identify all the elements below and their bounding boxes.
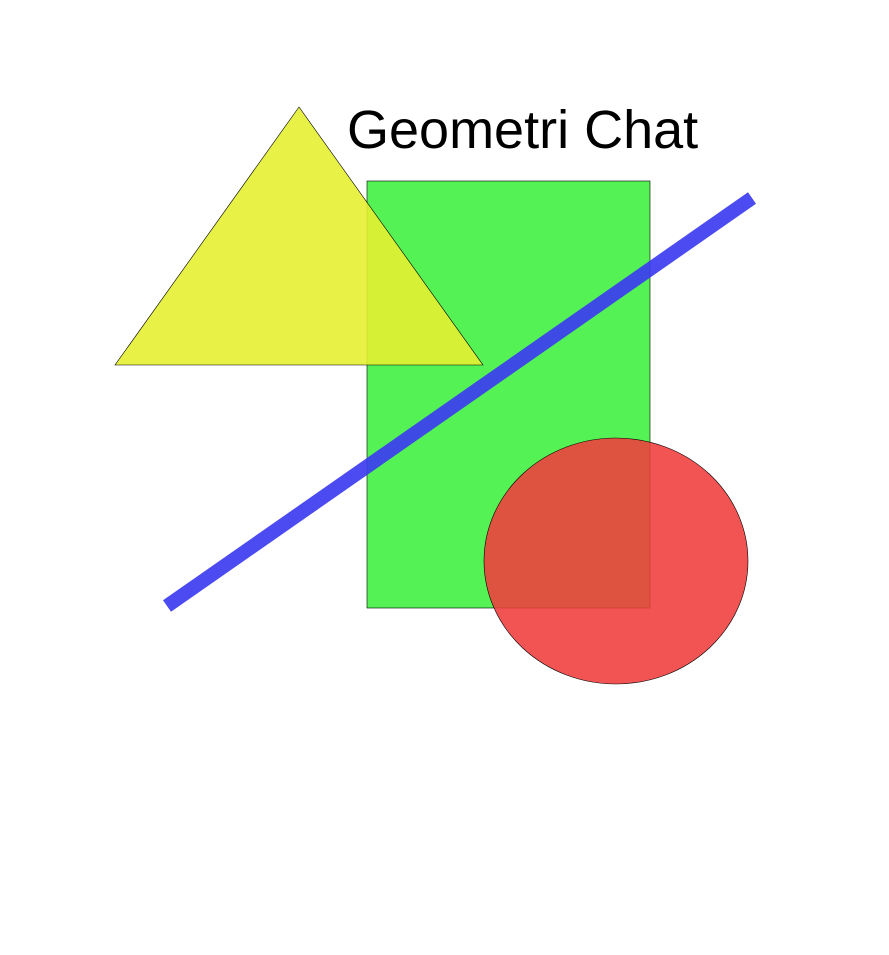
yellow-triangle (114, 106, 484, 366)
red-circle (483, 437, 749, 685)
blue-line (162, 192, 757, 612)
page-title: Geometri Chat (347, 100, 698, 160)
